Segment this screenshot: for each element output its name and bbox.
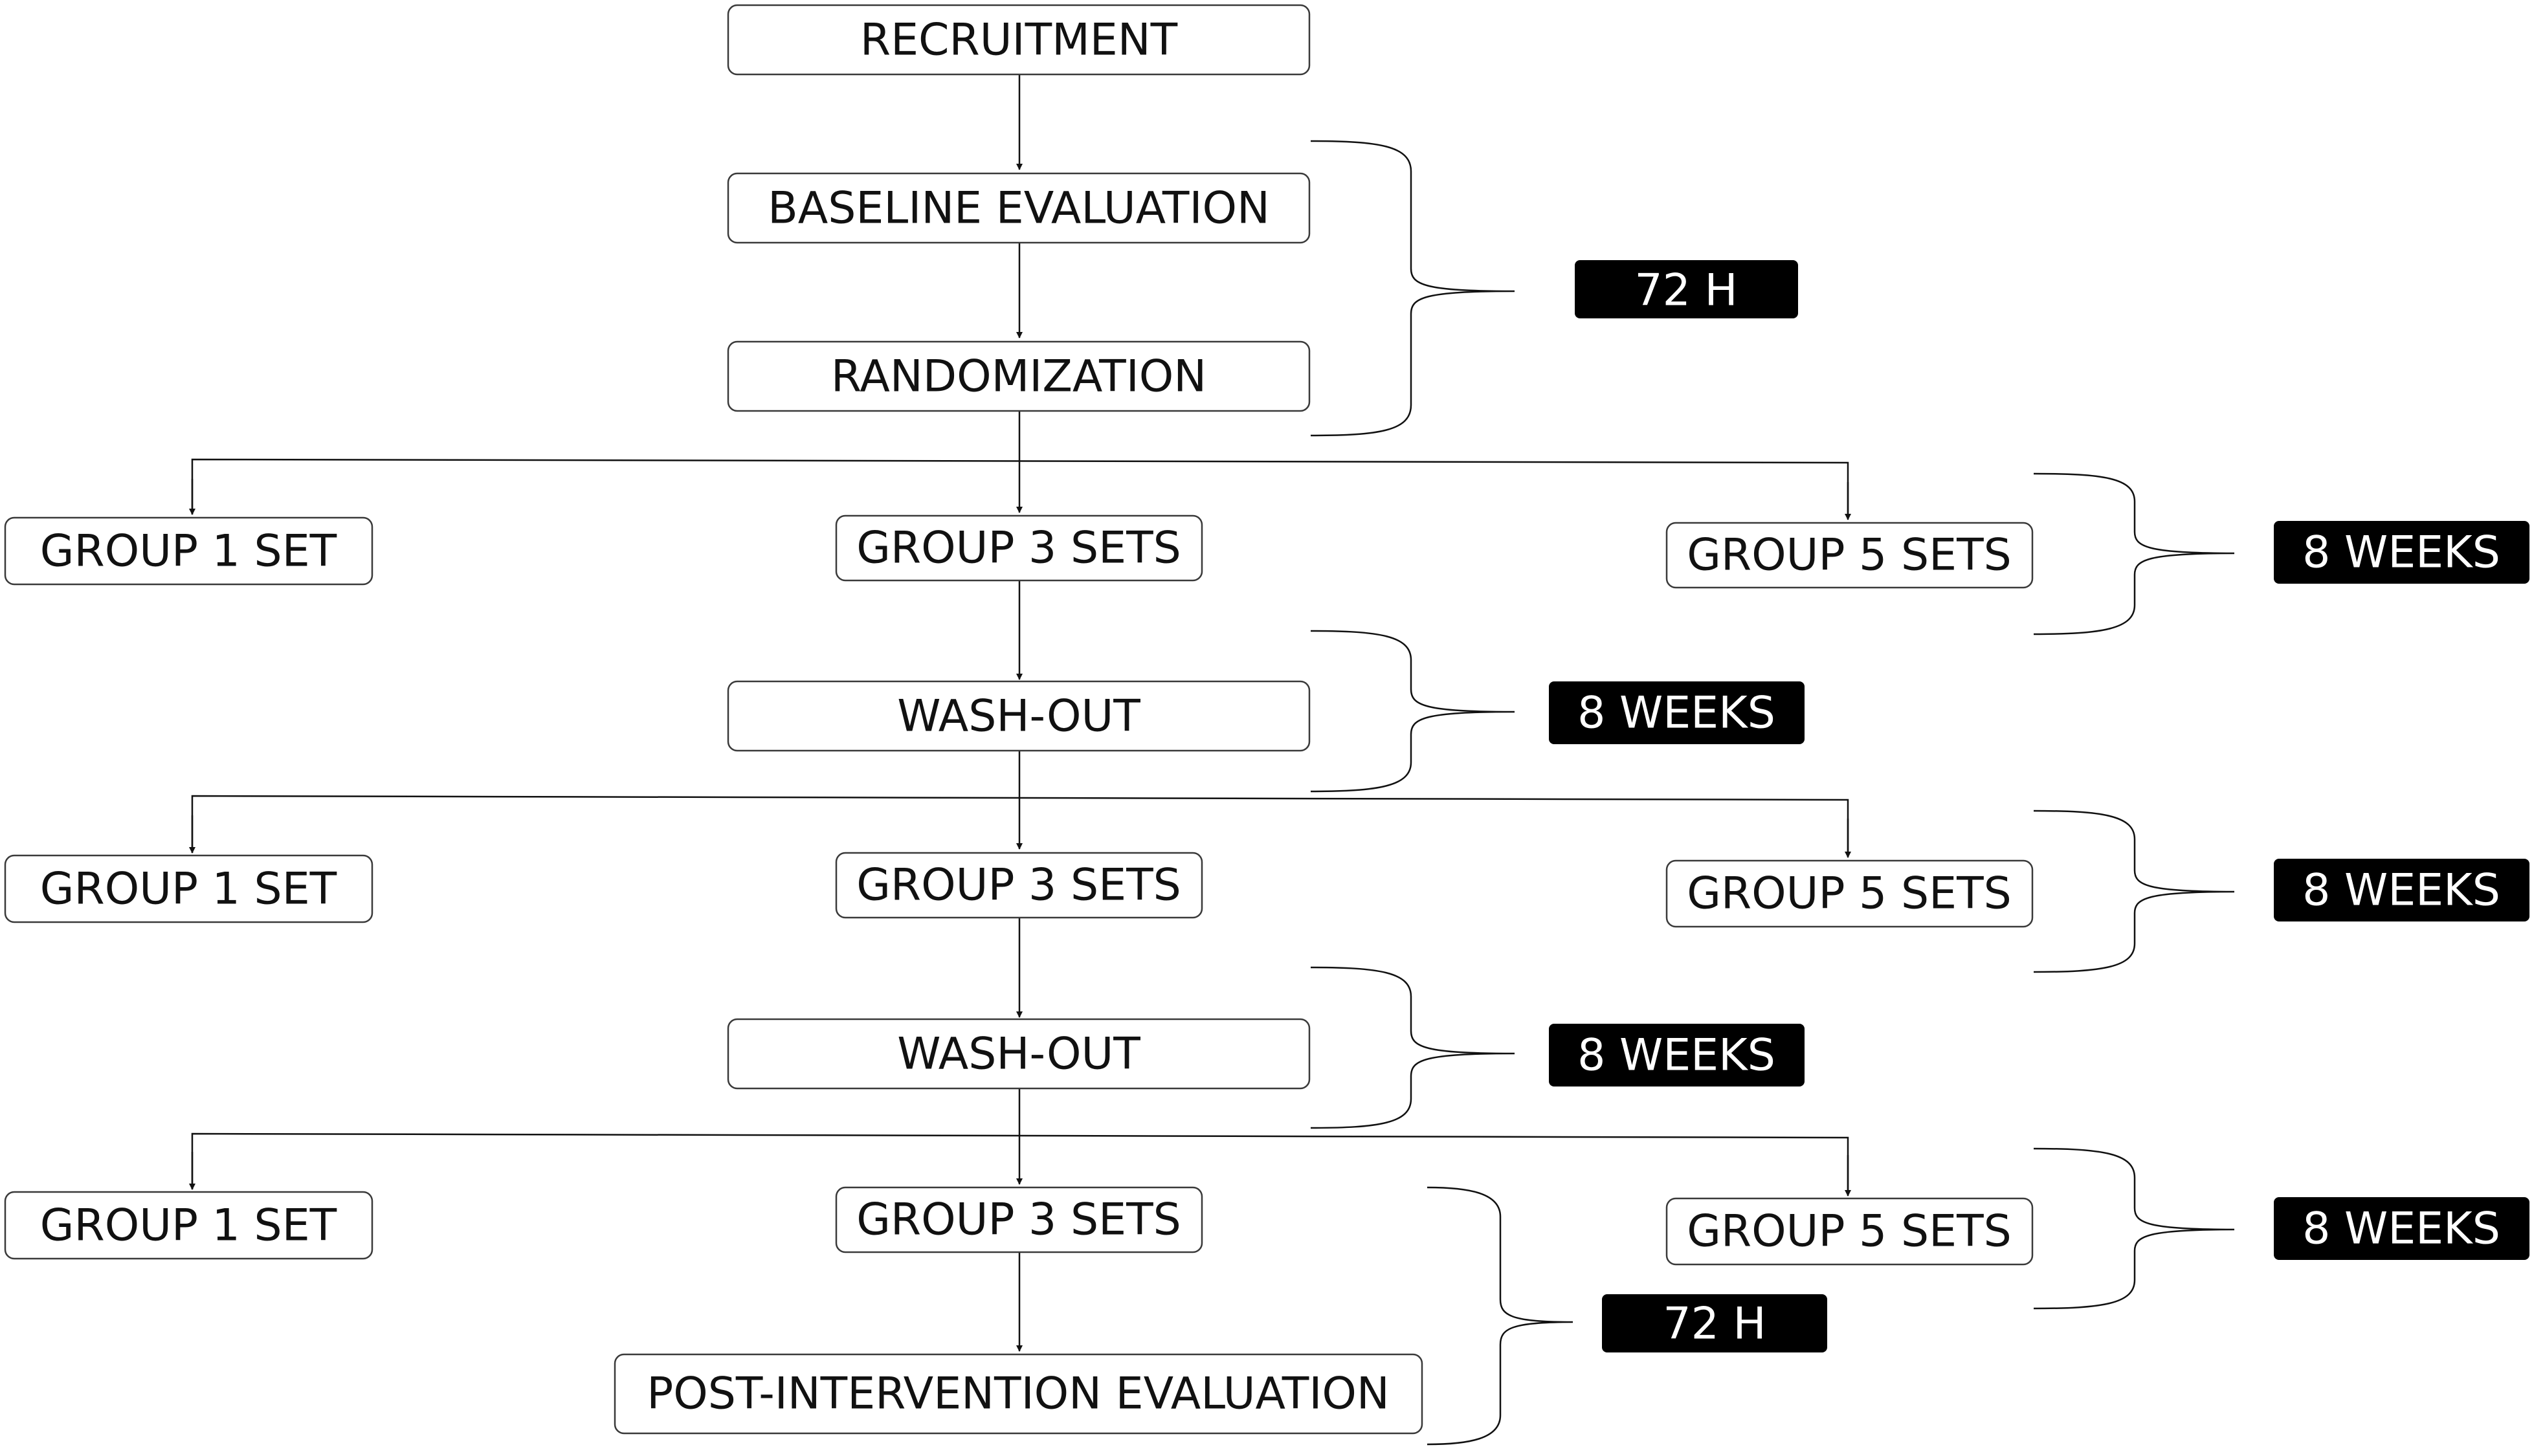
badge-8weeks-period3: 8 WEEKS bbox=[2274, 1197, 2529, 1260]
node-washout-1: WASH-OUT bbox=[727, 680, 1311, 752]
badge-72h-baseline: 72 H bbox=[1575, 260, 1798, 318]
node-washout-2: WASH-OUT bbox=[727, 1018, 1311, 1090]
node-p1-g5-label: GROUP 5 SETS bbox=[1687, 530, 2012, 581]
node-post-intervention-evaluation: POST-INTERVENTION EVALUATION bbox=[614, 1353, 1423, 1435]
brace-washout1 bbox=[1310, 630, 1515, 793]
brace-washout2 bbox=[1310, 966, 1515, 1129]
badge-8weeks-period2-label: 8 WEEKS bbox=[2302, 865, 2500, 916]
node-washout1-label: WASH-OUT bbox=[897, 691, 1140, 742]
node-p1-g3-label: GROUP 3 SETS bbox=[856, 523, 1181, 574]
brace-period1 bbox=[2033, 472, 2235, 635]
brace-post bbox=[1427, 1186, 1573, 1446]
node-p2-group-5-sets: GROUP 5 SETS bbox=[1665, 859, 2034, 928]
node-p1-group-3-sets: GROUP 3 SETS bbox=[835, 514, 1203, 582]
node-p2-group-3-sets: GROUP 3 SETS bbox=[835, 852, 1203, 919]
badge-8weeks-washout2: 8 WEEKS bbox=[1549, 1024, 1805, 1086]
node-p2-g3-label: GROUP 3 SETS bbox=[856, 860, 1181, 911]
badge-72h-baseline-label: 72 H bbox=[1634, 265, 1737, 316]
node-randomization-label: RANDOMIZATION bbox=[831, 351, 1206, 403]
badge-8weeks-period1: 8 WEEKS bbox=[2274, 521, 2529, 584]
badge-8weeks-washout1: 8 WEEKS bbox=[1549, 681, 1805, 744]
node-washout2-label: WASH-OUT bbox=[897, 1029, 1140, 1080]
node-p3-g5-label: GROUP 5 SETS bbox=[1687, 1206, 2012, 1257]
node-randomization: RANDOMIZATION bbox=[727, 340, 1311, 412]
connectors bbox=[189, 74, 1851, 1352]
node-baseline-label: BASELINE EVALUATION bbox=[768, 183, 1270, 234]
node-recruitment: RECRUITMENT bbox=[727, 4, 1311, 76]
node-p3-g1-label: GROUP 1 SET bbox=[40, 1200, 337, 1252]
badge-8weeks-period2: 8 WEEKS bbox=[2274, 859, 2529, 921]
node-p3-group-5-sets: GROUP 5 SETS bbox=[1665, 1197, 2034, 1266]
node-recruitment-label: RECRUITMENT bbox=[860, 15, 1178, 66]
node-p2-g1-label: GROUP 1 SET bbox=[40, 864, 337, 915]
node-p1-group-5-sets: GROUP 5 SETS bbox=[1665, 522, 2034, 589]
node-p1-g1-label: GROUP 1 SET bbox=[40, 526, 337, 577]
node-post-label: POST-INTERVENTION EVALUATION bbox=[647, 1369, 1390, 1420]
node-p1-group-1-set: GROUP 1 SET bbox=[4, 516, 373, 586]
badge-72h-post: 72 H bbox=[1602, 1294, 1827, 1352]
badge-72h-post-label: 72 H bbox=[1663, 1299, 1766, 1350]
node-baseline-evaluation: BASELINE EVALUATION bbox=[727, 172, 1311, 244]
node-p2-group-1-set: GROUP 1 SET bbox=[4, 854, 373, 923]
node-p3-group-3-sets: GROUP 3 SETS bbox=[835, 1186, 1203, 1253]
brace-period2 bbox=[2033, 810, 2235, 973]
node-p2-g5-label: GROUP 5 SETS bbox=[1687, 868, 2012, 920]
badge-8weeks-washout2-label: 8 WEEKS bbox=[1577, 1030, 1775, 1081]
badge-8weeks-washout1-label: 8 WEEKS bbox=[1577, 688, 1775, 739]
badge-8weeks-period3-label: 8 WEEKS bbox=[2302, 1204, 2500, 1255]
badge-8weeks-period1-label: 8 WEEKS bbox=[2302, 527, 2500, 579]
brace-baseline-randomization bbox=[1310, 140, 1515, 437]
node-p3-group-1-set: GROUP 1 SET bbox=[4, 1191, 373, 1260]
node-p3-g3-label: GROUP 3 SETS bbox=[856, 1195, 1181, 1246]
brace-period3 bbox=[2033, 1147, 2235, 1310]
braces bbox=[1310, 140, 2235, 1446]
